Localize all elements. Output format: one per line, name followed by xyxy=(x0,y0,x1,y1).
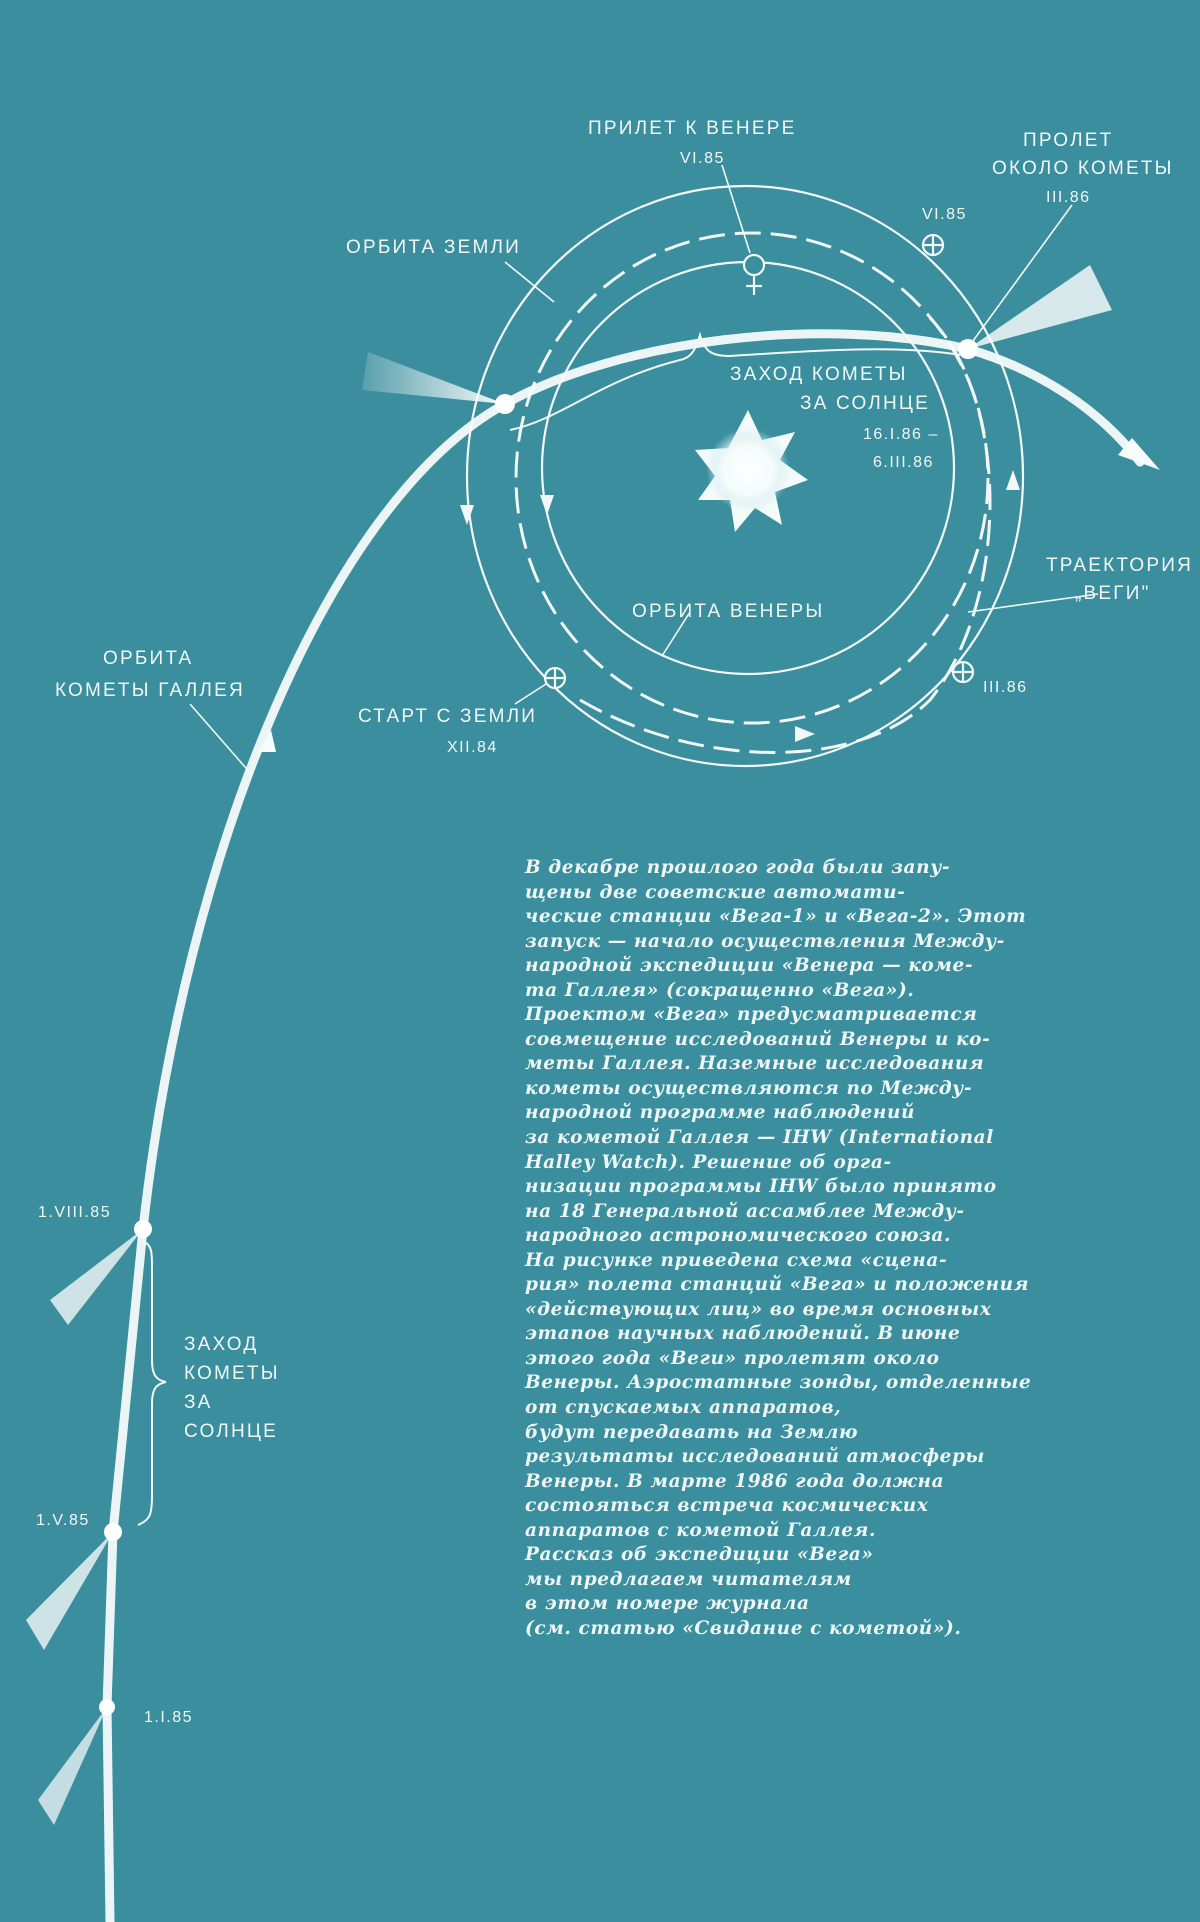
leader-lines xyxy=(189,164,1099,776)
paragraph-line: аппаратов с кометой Галлея. xyxy=(525,1519,877,1541)
label-behind-sun-1985-2: КОМЕТЫ xyxy=(184,1363,280,1384)
label-launch-date: XII.84 xyxy=(447,739,498,756)
paragraph-line: На рисунке приведена схема «сцена- xyxy=(525,1249,948,1271)
label-comet-flyby-1: ПРОЛЕТ xyxy=(1023,130,1113,151)
label-behind-sun-1985-3: ЗА xyxy=(184,1392,213,1413)
label-venus-arrival-date: VI.85 xyxy=(680,150,725,167)
paragraph-line: В декабре прошлого года были запу- xyxy=(525,857,951,878)
paragraph-line: Проектом «Вега» предусматривается xyxy=(525,1004,978,1026)
venus-symbol-icon xyxy=(742,253,766,295)
vega-trajectory-inner xyxy=(514,231,990,725)
paragraph-line: народного астрономического союза. xyxy=(525,1225,952,1247)
label-behind-sun-1985-1: ЗАХОД xyxy=(184,1334,258,1355)
paragraph-line: за кометой Галлея — IHW (International xyxy=(525,1127,994,1149)
paragraph-line: народной программе наблюдений xyxy=(525,1102,916,1124)
comet-nucleus xyxy=(958,339,978,359)
label-comet-behind-sun-1: ЗАХОД КОМЕТЫ xyxy=(730,364,908,385)
paragraph-line: «действующих лиц» во время основных xyxy=(525,1298,992,1320)
earth-symbol-icon xyxy=(543,666,567,690)
paragraph-line: кометы осуществляются по Между- xyxy=(525,1077,973,1099)
brace-comet-behind-sun xyxy=(509,331,961,431)
paragraph-line: этапов научных наблюдений. В июне xyxy=(525,1323,961,1345)
paragraph-line: будут передавать на Землю xyxy=(525,1421,859,1443)
label-vega-trajectory-1: ТРАЕКТОРИЯ xyxy=(1046,555,1193,576)
arrow-icon xyxy=(795,726,815,742)
comet-tail xyxy=(38,1707,107,1825)
arrow-icon xyxy=(460,505,474,525)
label-date-1v85: 1.V.85 xyxy=(36,1512,90,1529)
comet-direction-arrow-icon xyxy=(1118,438,1160,470)
sun-icon xyxy=(695,410,808,532)
arrow-icon xyxy=(258,730,276,752)
earth-symbol-icon xyxy=(921,233,945,257)
label-launch: СТАРТ С ЗЕМЛИ xyxy=(358,706,537,727)
label-comet-behind-sun-date2: 6.III.86 xyxy=(873,454,934,471)
paragraph-line: результаты исследований атмосферы xyxy=(525,1446,985,1468)
label-date-1viii85: 1.VIII.85 xyxy=(38,1204,111,1221)
label-earth-vi85: VI.85 xyxy=(922,206,967,223)
paragraph-line: состояться встреча космических xyxy=(525,1495,929,1517)
label-comet-behind-sun-date1: 16.I.86 – xyxy=(863,426,939,443)
earth-orbit xyxy=(465,184,1025,768)
label-earth-orbit: ОРБИТА ЗЕМЛИ xyxy=(346,237,521,258)
paragraph-line: совмещение исследований Венеры и ко- xyxy=(525,1028,991,1050)
vega-trajectory-outer xyxy=(579,316,992,754)
comet-tail xyxy=(26,1532,113,1650)
paragraph-line: на 18 Генеральной ассамблее Между- xyxy=(525,1200,965,1222)
paragraph-line: низации программы IHW было принято xyxy=(525,1176,997,1198)
label-behind-sun-1985-4: СОЛНЦЕ xyxy=(184,1421,278,1442)
comet-tail xyxy=(968,265,1112,349)
label-venus-arrival: ПРИЛЕТ К ВЕНЕРЕ xyxy=(588,118,796,139)
paragraph-line: Рассказ об экспедиции «Вега» xyxy=(525,1544,874,1566)
comet-tail xyxy=(50,1229,143,1325)
label-earth-iii86: III.86 xyxy=(983,679,1028,696)
paragraph-line: та Галлея» (сокращенно «Вега»). xyxy=(525,979,915,1001)
label-halley-orbit-1: ОРБИТА xyxy=(103,648,193,669)
caption-paragraph: В декабре прошлого года были запу-щены д… xyxy=(525,856,1032,1642)
paragraph-line: рия» полета станций «Вега» и положения xyxy=(525,1274,1030,1296)
label-comet-behind-sun-2: ЗА СОЛНЦЕ xyxy=(800,393,930,414)
paragraph-line: от спускаемых аппаратов, xyxy=(525,1397,842,1419)
paragraph-line: ческие станции «Вега-1» и «Вега-2». Этот xyxy=(525,906,1027,928)
label-date-1i85: 1.I.85 xyxy=(144,1709,193,1726)
paragraph-line: запуск — начало осуществления Между- xyxy=(525,930,1005,952)
comet-nucleus xyxy=(495,394,515,414)
paragraph-line: в этом номере журнала xyxy=(525,1593,810,1615)
label-comet-flyby-2: ОКОЛО КОМЕТЫ xyxy=(992,158,1174,179)
arrow-icon xyxy=(1006,470,1020,490)
brace-1985 xyxy=(137,1239,167,1526)
earth-symbol-icon xyxy=(951,660,975,684)
paragraph-line: (см. статью «Свидание с кометой»). xyxy=(525,1617,962,1639)
paragraph-line: щены две советские автомати- xyxy=(525,881,906,903)
paragraph-line: Венеры. Аэростатные зонды, отделенные xyxy=(525,1372,1032,1394)
comet-nucleus xyxy=(134,1220,152,1238)
halley-comet-orbit xyxy=(102,329,1145,1922)
paragraph-line: меты Галлея. Наземные исследования xyxy=(525,1053,985,1075)
label-venus-orbit: ОРБИТА ВЕНЕРЫ xyxy=(632,601,824,622)
comet-nucleus xyxy=(104,1523,122,1541)
paragraph-line: народной экспедиции «Венера — коме- xyxy=(525,955,974,977)
comet-nucleus xyxy=(99,1699,115,1715)
label-halley-orbit-2: КОМЕТЫ ГАЛЛЕЯ xyxy=(55,680,245,701)
paragraph-line: мы предлагаем читателям xyxy=(525,1568,852,1590)
comet-tail xyxy=(362,352,505,404)
paragraph-line: Венеры. В марте 1986 года должна xyxy=(525,1470,945,1492)
label-comet-flyby-date: III.86 xyxy=(1046,189,1091,206)
arrow-icon xyxy=(540,495,554,515)
paragraph-line: этого года «Веги» пролетят около xyxy=(525,1347,940,1369)
paragraph-line: Halley Watch). Решение об орга- xyxy=(525,1151,892,1173)
label-vega-trajectory-2: „ВЕГИ" xyxy=(1075,583,1151,604)
